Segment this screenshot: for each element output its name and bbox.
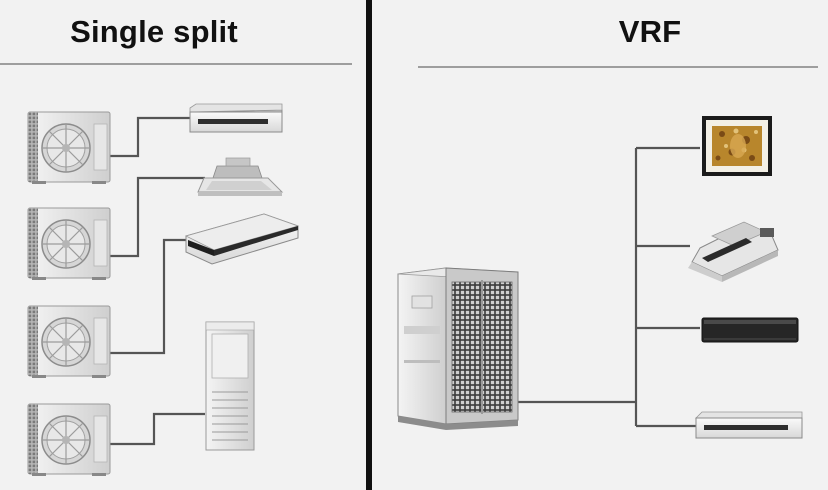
- center-divider: [366, 0, 372, 490]
- vrf-pipes: [518, 146, 700, 428]
- outdoor-unit-icon: [27, 403, 111, 477]
- vrf-title: VRF: [618, 14, 682, 49]
- cassette-indoor-unit-icon: [688, 221, 779, 282]
- cassette-indoor-unit-icon: [197, 157, 284, 196]
- floor-standing-indoor-unit-icon: [205, 321, 255, 451]
- single-split-title: Single split: [70, 14, 238, 49]
- outdoor-unit-icon: [27, 207, 111, 281]
- art-cool-indoor-unit-icon: [702, 116, 772, 176]
- single-split-pipes: [110, 116, 205, 446]
- wall-mounted-indoor-unit-icon: [701, 317, 799, 343]
- ducted-indoor-unit-icon: [189, 103, 283, 133]
- outdoor-unit-icon: [27, 305, 111, 379]
- vrf-outdoor-unit-icon: [397, 267, 519, 430]
- outdoor-unit-icon: [27, 111, 111, 185]
- ducted-indoor-unit-icon: [695, 411, 803, 439]
- ceiling-indoor-unit-icon: [184, 213, 300, 265]
